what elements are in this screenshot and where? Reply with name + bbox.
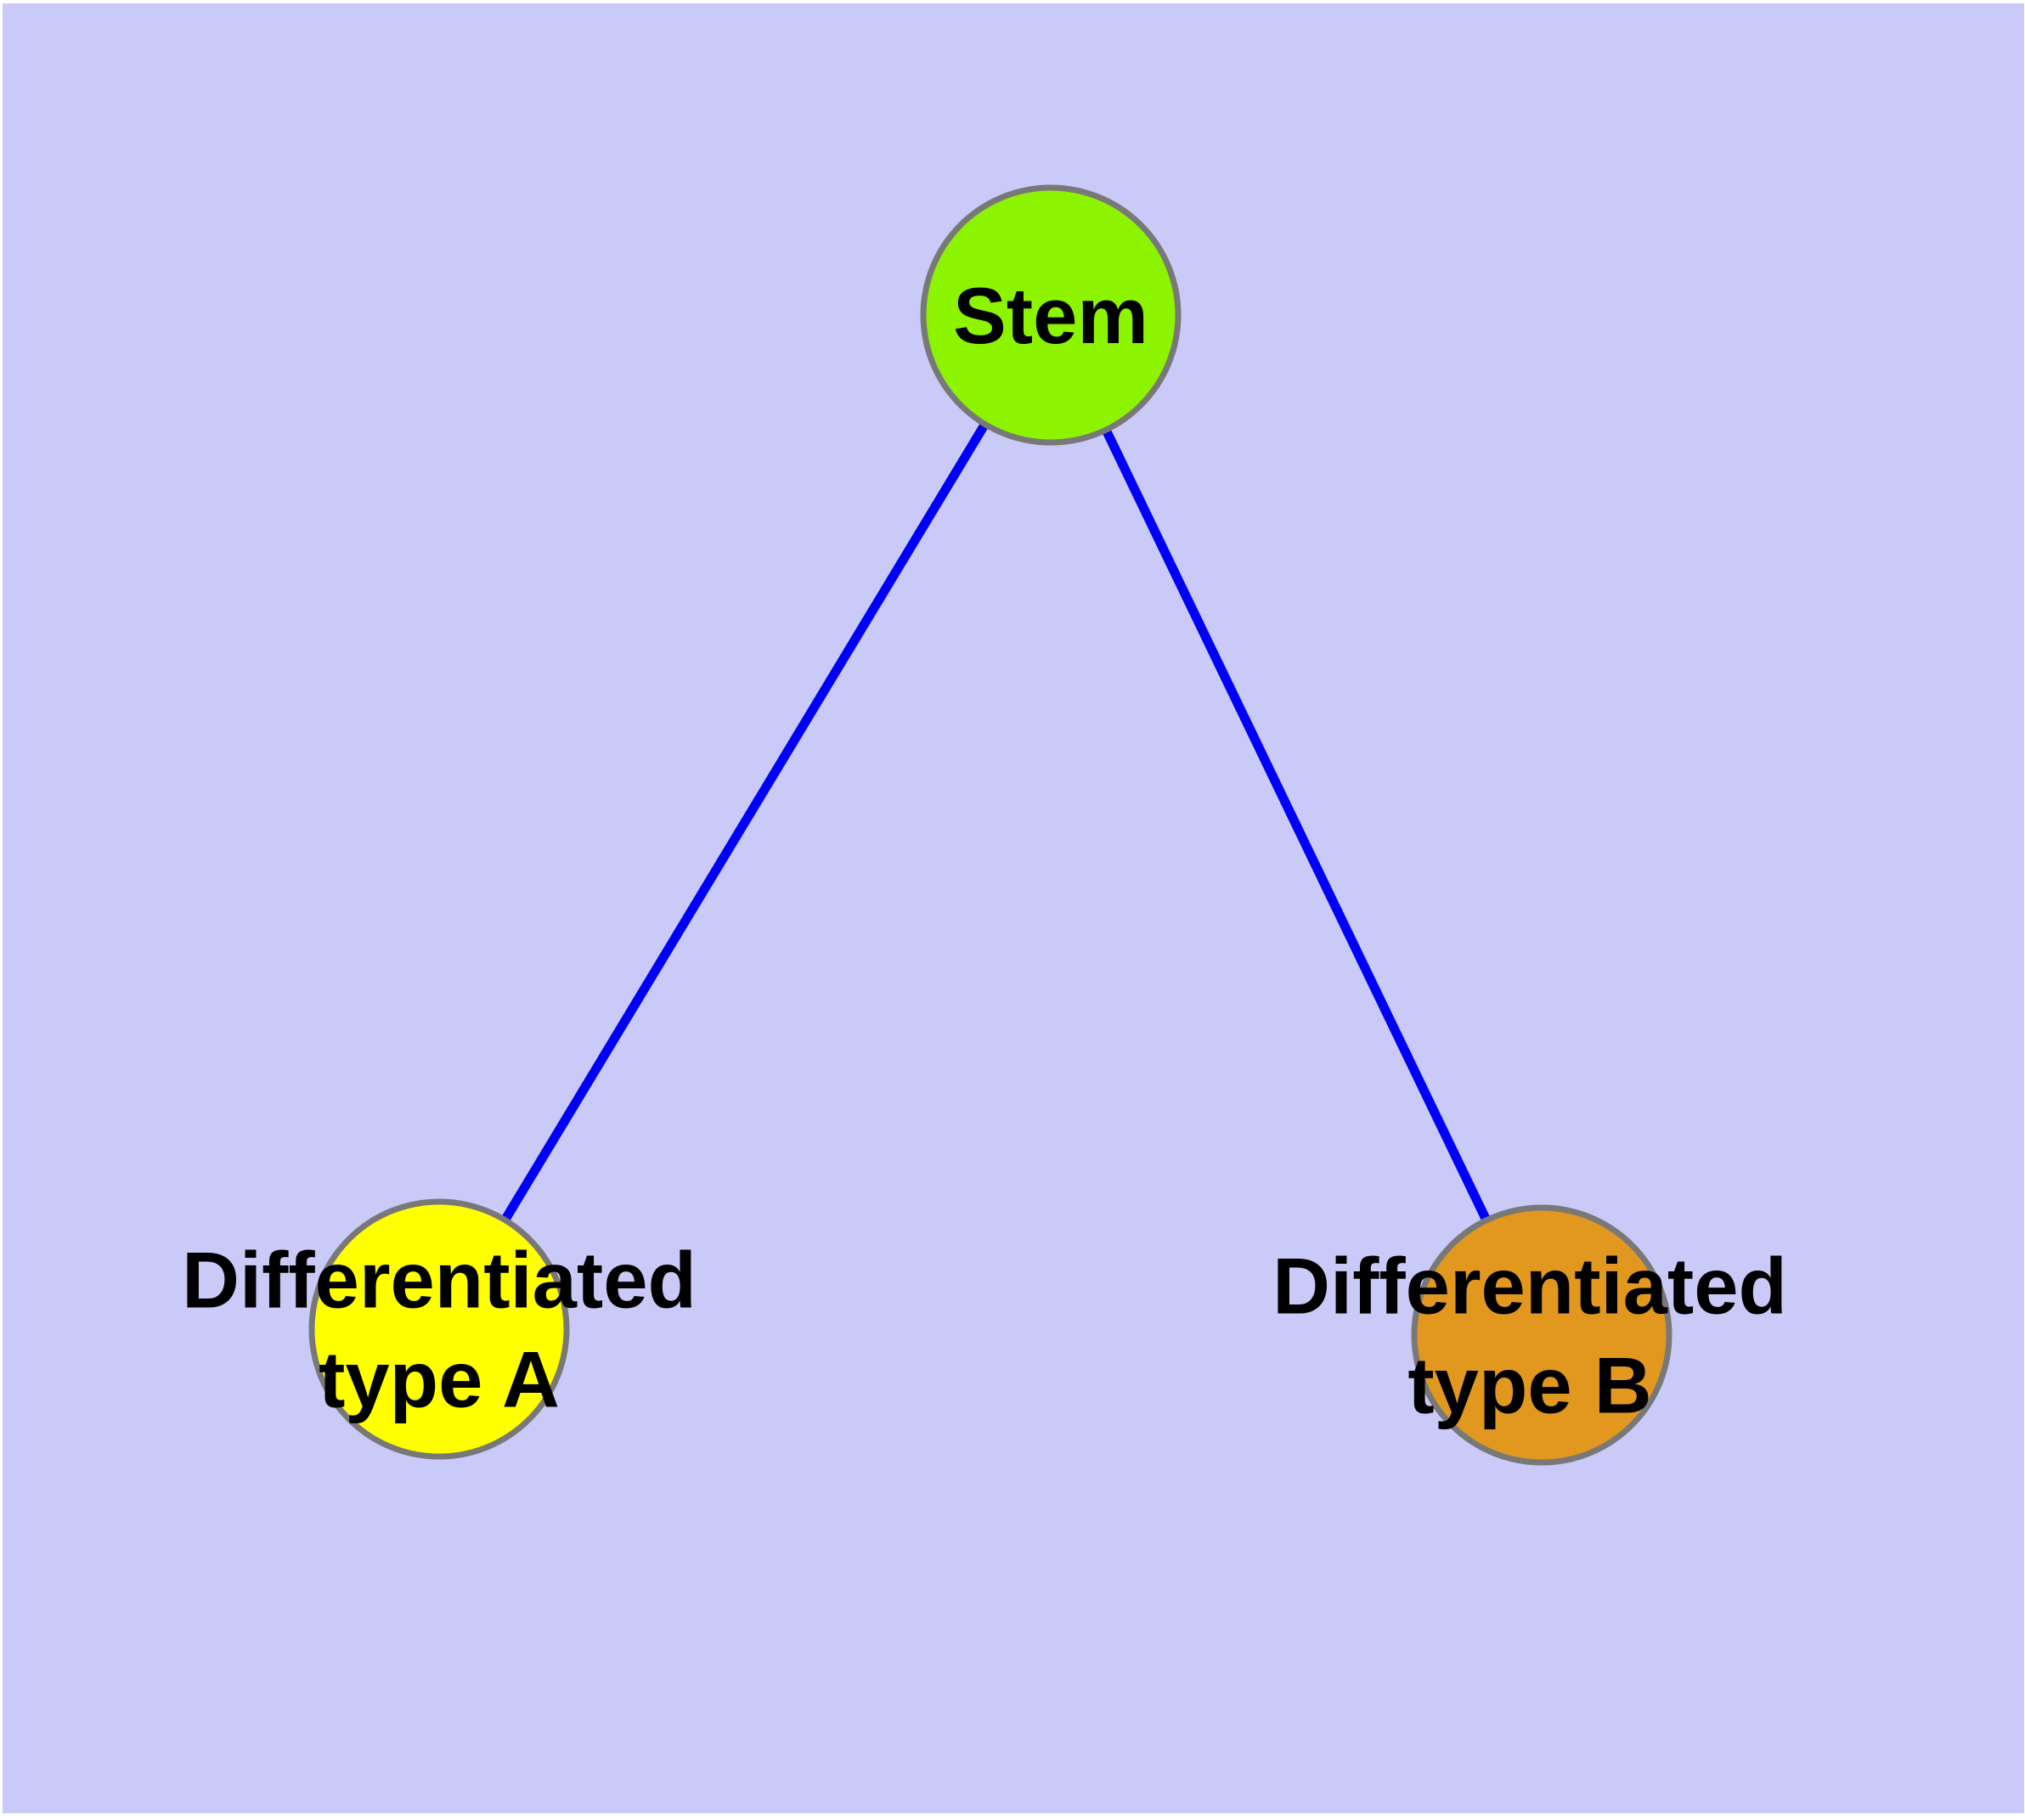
node-label-differentiated-type-a: Differentiated type A bbox=[182, 1236, 697, 1424]
node-label-line: Differentiated bbox=[182, 1236, 697, 1325]
node-circle-stem bbox=[920, 184, 1182, 446]
node-label-line: type A bbox=[319, 1335, 560, 1424]
node-differentiated-type-b bbox=[1411, 1204, 1672, 1466]
node-label-line: Stem bbox=[953, 271, 1148, 360]
node-label-stem: Stem bbox=[953, 271, 1148, 360]
edge-stem-to-differentiated-type-b bbox=[1046, 313, 1546, 1338]
node-differentiated-type-a bbox=[308, 1198, 570, 1460]
node-label-line: Differentiated bbox=[1272, 1242, 1787, 1331]
edges-layer bbox=[435, 313, 1546, 1338]
node-circle-differentiated-type-b bbox=[1411, 1204, 1672, 1466]
node-circle-differentiated-type-a bbox=[308, 1198, 570, 1460]
node-label-differentiated-type-b: Differentiated type B bbox=[1272, 1242, 1787, 1430]
node-stem bbox=[920, 184, 1182, 446]
node-label-line: type B bbox=[1407, 1341, 1651, 1430]
edge-stem-to-differentiated-type-a bbox=[435, 313, 1055, 1332]
nodes-layer bbox=[308, 184, 1672, 1466]
